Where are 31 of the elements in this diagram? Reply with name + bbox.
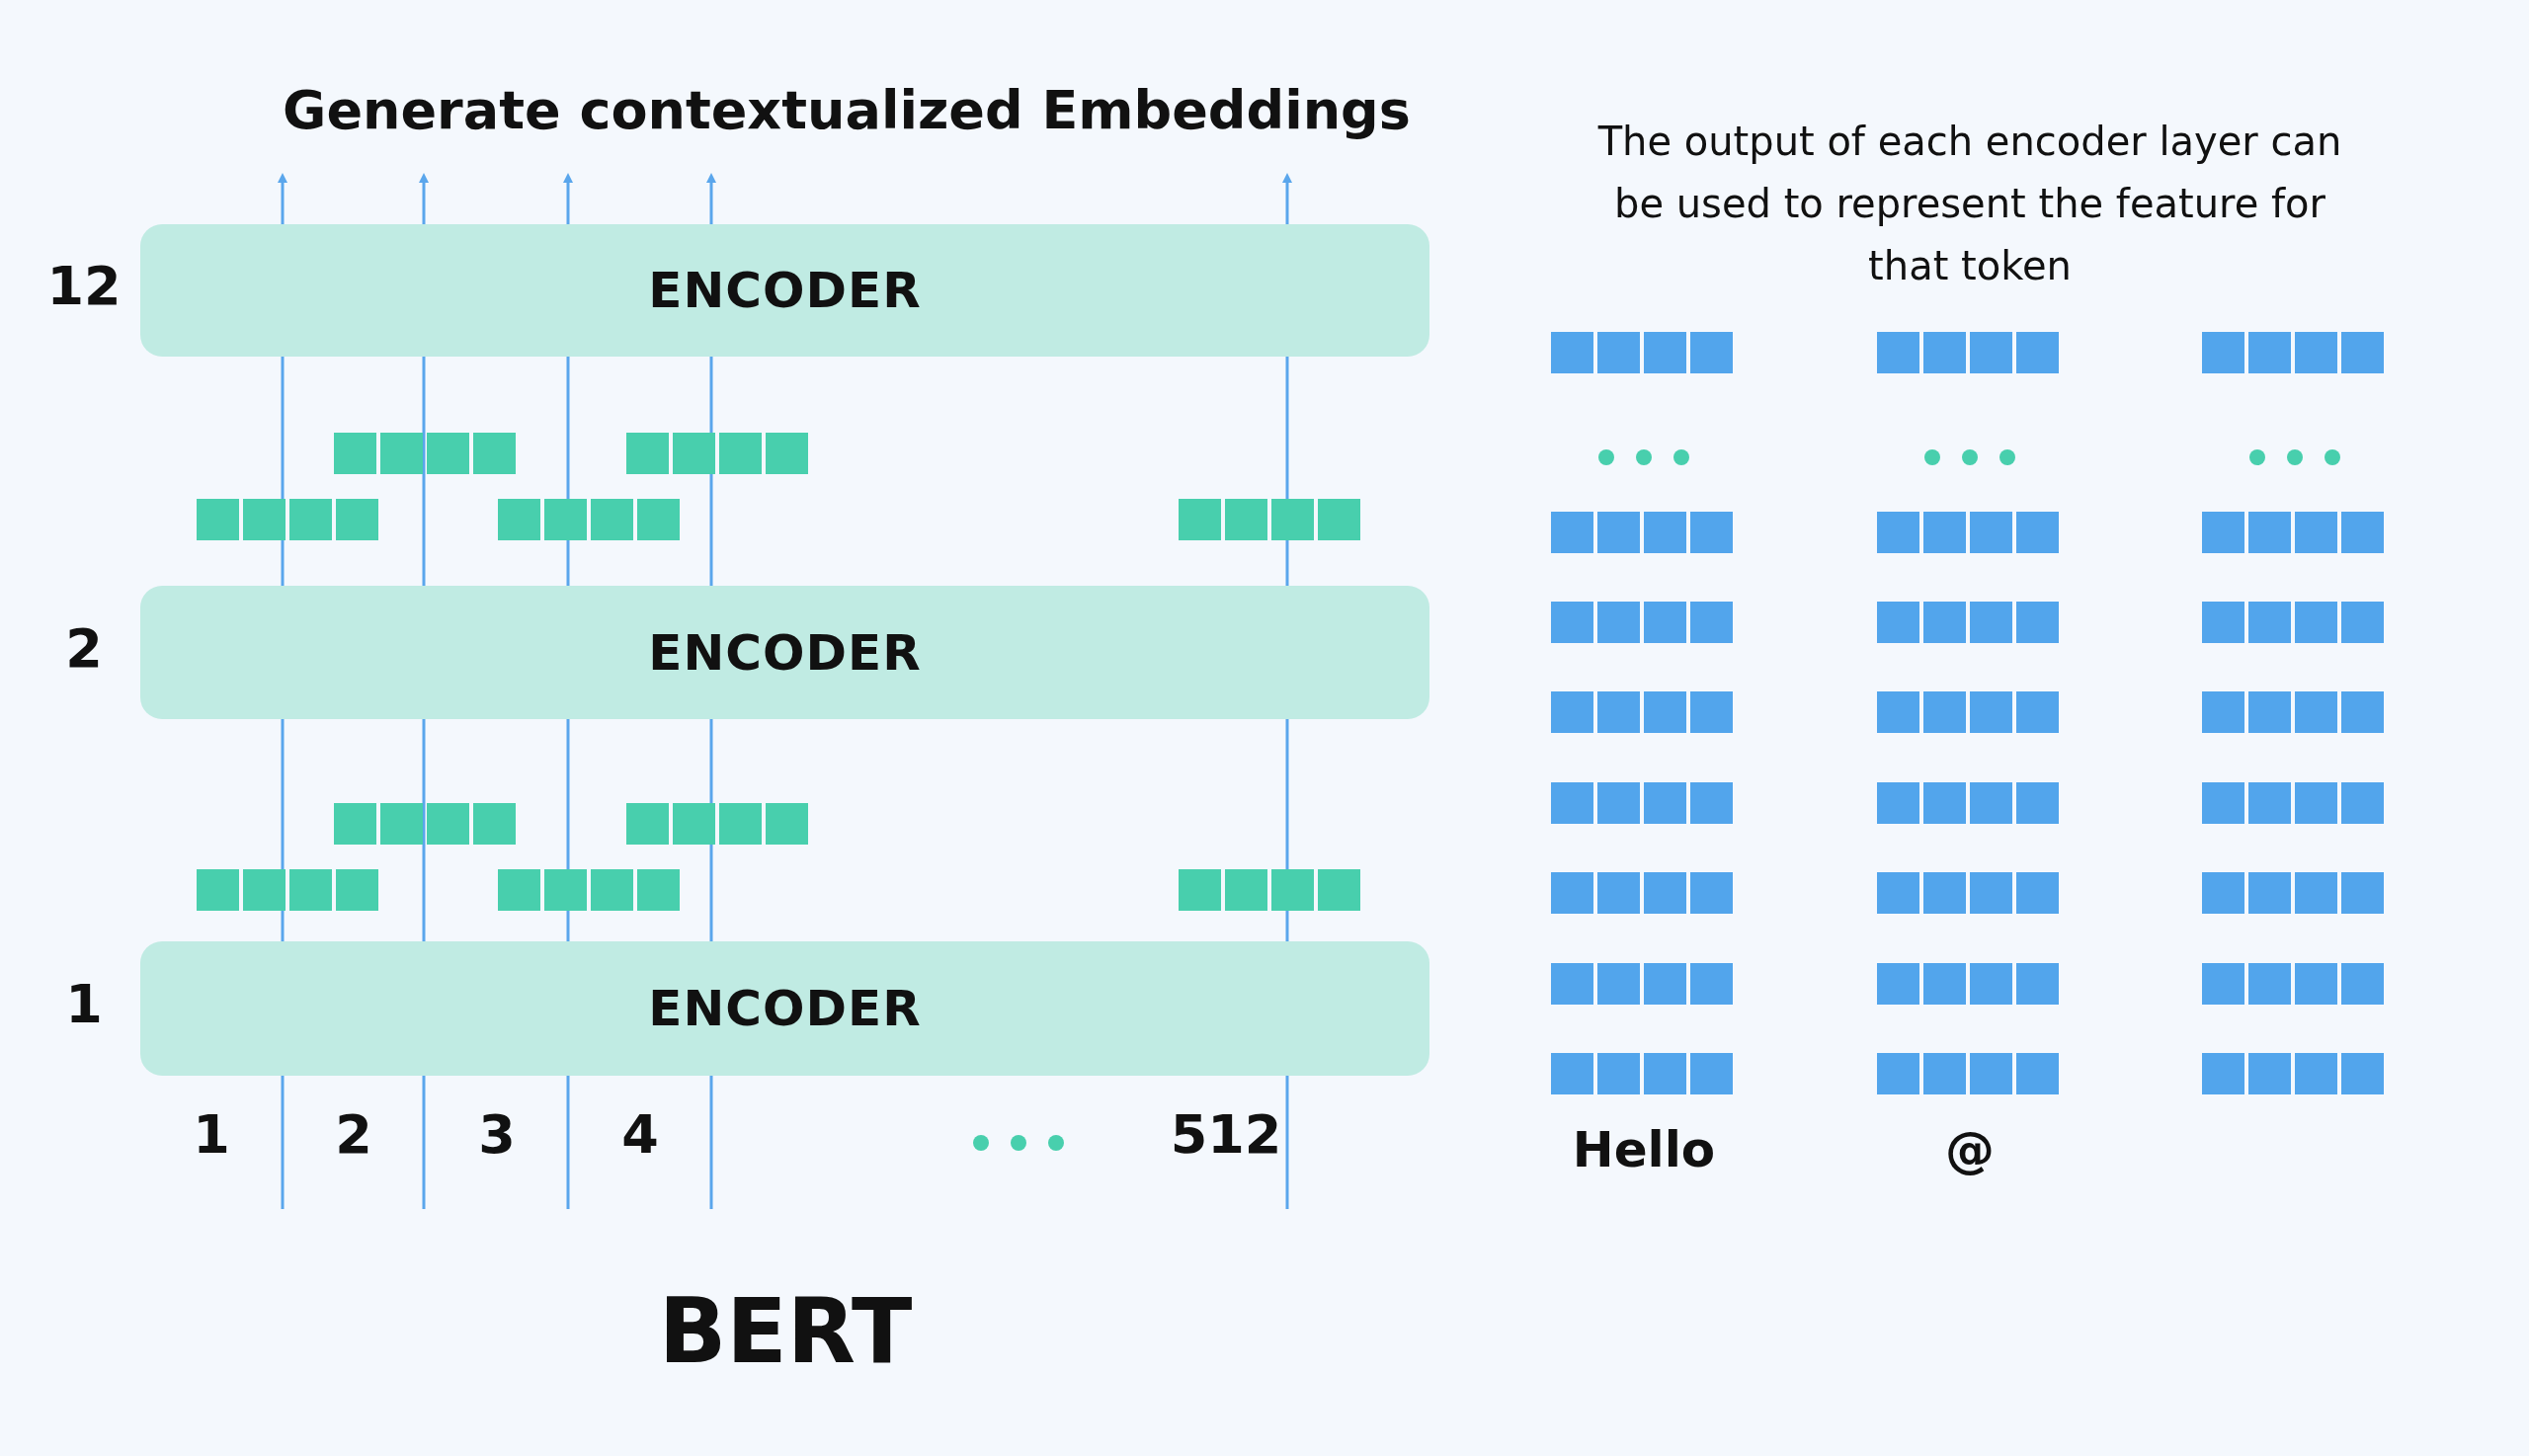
token-label: @ xyxy=(1944,1121,1996,1178)
layer-number: 1 xyxy=(64,973,104,1035)
token-position-number: 3 xyxy=(477,1103,517,1166)
token-position-number: 4 xyxy=(620,1103,660,1166)
token-position-number: 512 xyxy=(1169,1103,1283,1166)
token-position-number: 2 xyxy=(334,1103,373,1166)
connector-line xyxy=(1285,1076,1289,1209)
layer-number: 2 xyxy=(64,616,104,680)
encoder-box xyxy=(140,941,1429,1076)
encoder-box xyxy=(140,224,1429,357)
connector-line xyxy=(422,357,426,586)
encoder-box xyxy=(140,586,1429,719)
token-label: Hello xyxy=(1571,1121,1717,1178)
arrow xyxy=(563,173,573,224)
encoder-label: ENCODER xyxy=(648,980,922,1037)
connector-line xyxy=(709,1076,713,1209)
arrow xyxy=(419,173,429,224)
connector-line xyxy=(422,1076,426,1209)
caption: BERT xyxy=(657,1279,914,1383)
connector-line xyxy=(566,1076,570,1209)
note-text: The output of each encoder layer can be used to represent the feature for that token xyxy=(1596,118,2343,290)
arrow xyxy=(1282,173,1292,224)
token-position-number: 1 xyxy=(192,1103,231,1166)
encoder-label: ENCODER xyxy=(648,262,922,319)
encoder-label: ENCODER xyxy=(648,623,922,682)
title: Generate contextualized Embeddings xyxy=(282,79,1412,141)
connector-line xyxy=(281,1076,285,1209)
connector-line xyxy=(422,719,426,941)
arrow xyxy=(706,173,716,224)
layer-number: 12 xyxy=(45,255,122,317)
arrow xyxy=(278,173,287,224)
